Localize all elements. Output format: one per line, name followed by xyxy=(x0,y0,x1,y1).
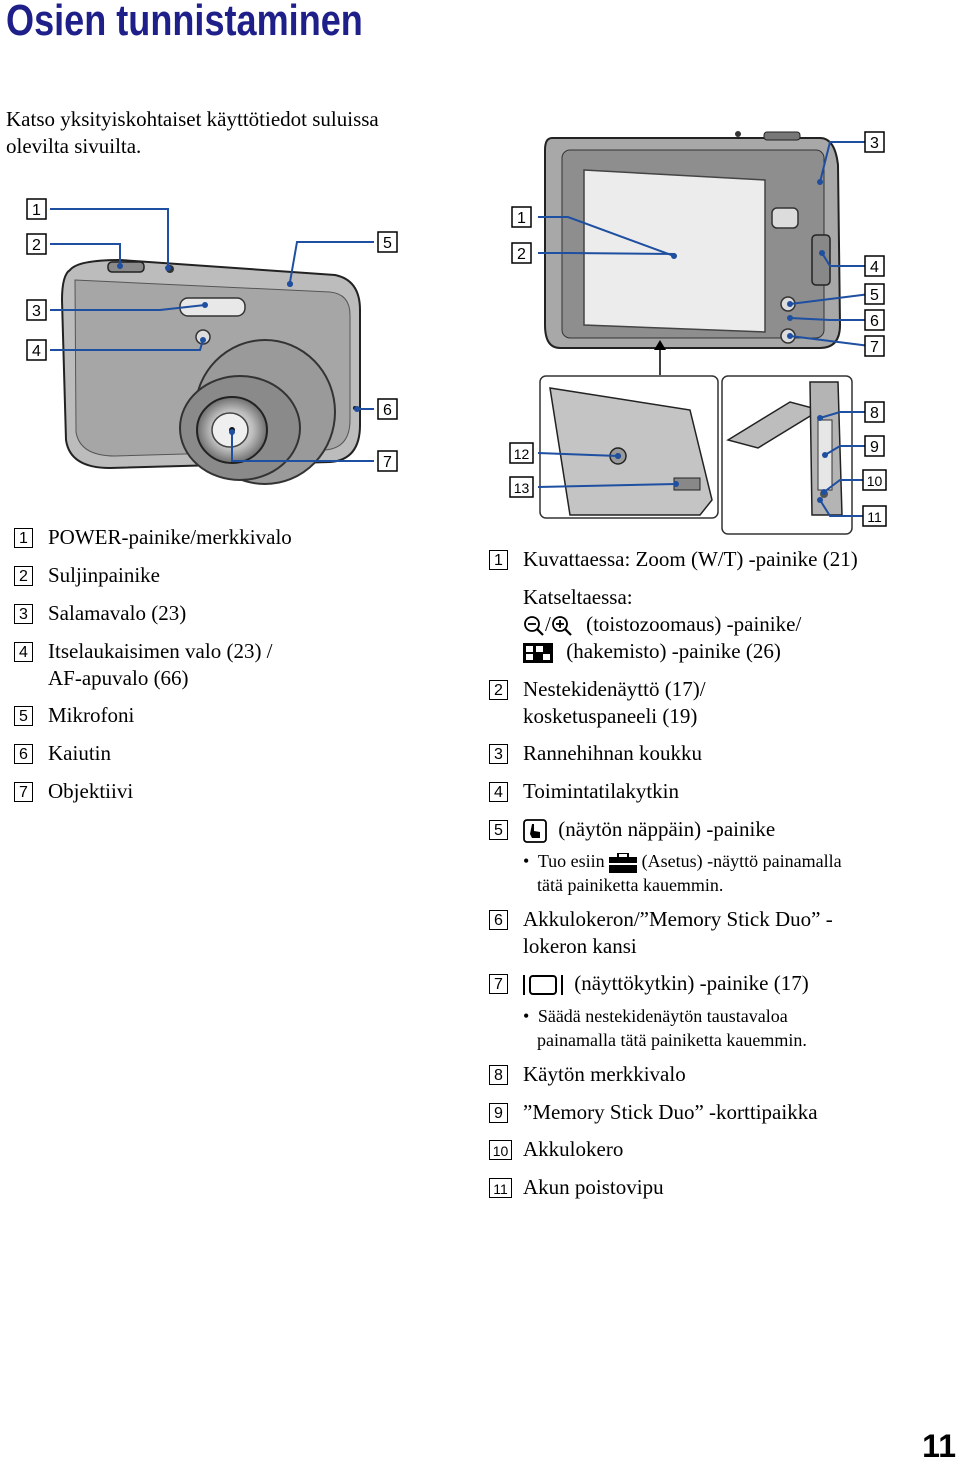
bullet-note: • Säädä nestekidenäytön taustavaloa xyxy=(523,1006,788,1026)
svg-text:4: 4 xyxy=(870,259,879,276)
svg-text:10: 10 xyxy=(867,473,883,489)
back-callout-8: 8 xyxy=(864,401,885,423)
svg-text:2: 2 xyxy=(517,246,526,263)
back-callout-3: 3 xyxy=(864,131,885,153)
bullet-note-cont: tätä painiketta kauemmin. xyxy=(537,875,724,895)
svg-text:1: 1 xyxy=(517,210,526,227)
back-callout-4: 4 xyxy=(864,255,885,277)
index-grid-icon xyxy=(523,643,553,664)
toolbox-icon xyxy=(609,852,638,873)
svg-text:11: 11 xyxy=(867,509,882,525)
back-callout-13: 13 xyxy=(509,476,534,498)
back-parts-list: 1 Kuvattaessa: Zoom (W/T) -painike (21) … xyxy=(489,546,949,1216)
front-callout-7: 7 xyxy=(377,450,398,472)
back-callout-10: 10 xyxy=(862,469,887,491)
svg-text:6: 6 xyxy=(870,313,879,330)
svg-text:7: 7 xyxy=(870,339,879,356)
back-callout-11: 11 xyxy=(862,505,887,527)
svg-text:7: 7 xyxy=(383,454,392,471)
svg-text:3: 3 xyxy=(870,135,879,152)
intro-text: Katso yksityiskohtaiset käyttötiedot sul… xyxy=(6,107,379,158)
front-callout-6: 6 xyxy=(377,398,398,420)
back-callout-5: 5 xyxy=(864,283,885,305)
front-callout-3: 3 xyxy=(26,299,47,321)
page-title: Osien tunnistaminen xyxy=(6,0,363,45)
touch-hand-icon xyxy=(523,819,547,844)
back-callout-1: 1 xyxy=(511,206,532,228)
svg-text:3: 3 xyxy=(32,303,41,320)
back-camera-diagram: 1 2 3 4 5 6 7 8 9 10 11 12 13 xyxy=(509,131,887,535)
svg-text:1: 1 xyxy=(32,202,41,219)
bullet-note: • Tuo esiin (Asetus) -näyttö painamalla xyxy=(523,851,842,873)
svg-text:5: 5 xyxy=(383,235,392,252)
back-callout-7: 7 xyxy=(864,335,885,357)
svg-text:8: 8 xyxy=(870,405,879,422)
svg-text:2: 2 xyxy=(32,237,41,254)
zoom-out-icon xyxy=(524,616,544,636)
front-callout-5: 5 xyxy=(377,231,398,253)
svg-text:6: 6 xyxy=(383,402,392,419)
svg-text:4: 4 xyxy=(32,343,41,360)
front-callout-2: 2 xyxy=(26,233,47,255)
back-callout-9: 9 xyxy=(864,435,885,457)
back-callout-2: 2 xyxy=(511,242,532,264)
front-callout-1: 1 xyxy=(26,198,47,220)
back-callout-12: 12 xyxy=(509,442,534,464)
svg-text:5: 5 xyxy=(870,287,879,304)
back-callout-6: 6 xyxy=(864,309,885,331)
front-camera-diagram: 1 2 3 4 5 6 7 xyxy=(26,198,398,485)
svg-text:12: 12 xyxy=(514,446,530,462)
front-callout-4: 4 xyxy=(26,339,47,361)
page-number: 11 xyxy=(922,1428,956,1464)
zoom-in-icon xyxy=(551,616,572,636)
svg-text:9: 9 xyxy=(870,439,879,456)
svg-text:13: 13 xyxy=(514,480,530,496)
bullet-note-cont: painamalla tätä painiketta kauemmin. xyxy=(537,1030,807,1050)
display-switch-icon xyxy=(523,975,563,996)
